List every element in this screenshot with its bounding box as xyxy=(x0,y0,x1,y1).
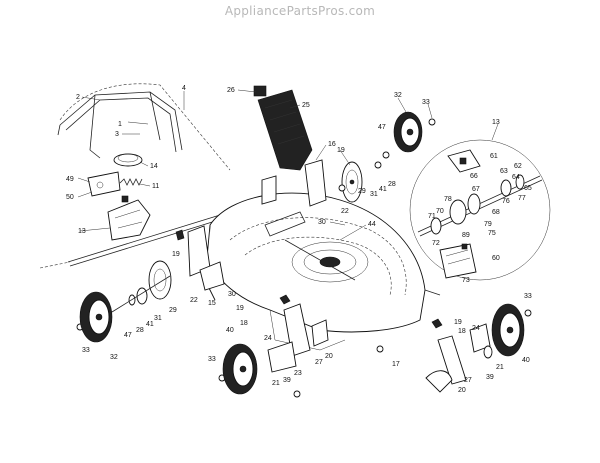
callout-17: 17 xyxy=(392,361,400,368)
callout-41a: 41 xyxy=(379,186,387,193)
callout-79: 79 xyxy=(484,221,492,228)
callout-27b: 27 xyxy=(464,377,472,384)
callout-75: 75 xyxy=(488,230,496,237)
spring-part xyxy=(119,178,143,186)
callout-29b: 29 xyxy=(169,307,177,314)
callout-39a: 39 xyxy=(283,377,291,384)
callout-24b: 24 xyxy=(472,325,480,332)
transmission xyxy=(107,195,151,241)
callout-76: 76 xyxy=(502,198,510,205)
handle-assembly xyxy=(57,83,231,171)
callout-64: 64 xyxy=(512,174,520,181)
callout-70: 70 xyxy=(436,208,444,215)
callout-78: 78 xyxy=(444,196,452,203)
callout-33c: 33 xyxy=(208,356,216,363)
callout-19d: 19 xyxy=(454,319,462,326)
callout-31a: 31 xyxy=(370,191,378,198)
callout-21a: 21 xyxy=(272,380,280,387)
callout-40b: 40 xyxy=(522,357,530,364)
callout-20b: 20 xyxy=(458,387,466,394)
callout-71: 71 xyxy=(428,213,436,220)
callout-27a: 27 xyxy=(315,359,323,366)
callout-18a: 18 xyxy=(240,320,248,327)
callout-32a: 32 xyxy=(394,92,402,99)
callout-60: 60 xyxy=(492,255,500,262)
front-wheel-center xyxy=(222,343,258,395)
callout-22a: 22 xyxy=(341,208,349,215)
callout-30a: 30 xyxy=(318,219,326,226)
callout-1: 1 xyxy=(118,121,122,128)
callout-2: 2 xyxy=(76,94,80,101)
callout-26: 26 xyxy=(227,87,235,94)
callout-67: 67 xyxy=(472,186,480,193)
leader-lines xyxy=(77,89,499,241)
transmission-detail xyxy=(409,139,551,281)
callout-41b: 41 xyxy=(146,321,154,328)
callout-68: 68 xyxy=(492,209,500,216)
callout-21b: 21 xyxy=(496,364,504,371)
callout-47b: 47 xyxy=(124,332,132,339)
callout-20a: 20 xyxy=(325,353,333,360)
callout-28a: 28 xyxy=(388,181,396,188)
callout-13b: 13 xyxy=(492,119,500,126)
callout-49: 49 xyxy=(66,176,74,183)
callout-62: 62 xyxy=(514,163,522,170)
callout-15: 15 xyxy=(208,300,216,307)
callout-39b: 39 xyxy=(486,374,494,381)
callout-22b: 22 xyxy=(190,297,198,304)
blade xyxy=(284,239,356,281)
rear-wheel-lower-right xyxy=(491,303,525,357)
callout-63: 63 xyxy=(500,168,508,175)
callout-47a: 47 xyxy=(378,124,386,131)
callout-33d: 33 xyxy=(524,293,532,300)
handle-panel xyxy=(253,85,313,171)
pulley-part xyxy=(113,153,143,167)
callout-19a: 19 xyxy=(337,147,345,154)
callout-50: 50 xyxy=(66,194,74,201)
callout-13a: 13 xyxy=(78,228,86,235)
front-wheel-left xyxy=(79,291,113,343)
callout-65: 65 xyxy=(524,185,532,192)
rear-bracket xyxy=(261,159,327,207)
height-adjuster-front xyxy=(267,294,329,373)
callout-labels: 1 2 3 4 14 11 49 50 13 26 25 16 19 32 33… xyxy=(66,85,532,394)
callout-19b: 19 xyxy=(172,251,180,258)
front-axle-left xyxy=(111,260,172,313)
height-adjuster-left xyxy=(175,225,225,291)
callout-16: 16 xyxy=(328,141,336,148)
callout-19c: 19 xyxy=(236,305,244,312)
callout-18b: 18 xyxy=(458,328,466,335)
height-adjuster-rear xyxy=(425,318,493,393)
callout-25: 25 xyxy=(302,102,310,109)
callout-44: 44 xyxy=(368,221,376,228)
callout-24a: 24 xyxy=(264,335,272,342)
callout-33a: 33 xyxy=(422,99,430,106)
callout-30b: 30 xyxy=(228,291,236,298)
site-watermark: AppliancePartsPros.com xyxy=(224,4,376,18)
callout-40a: 40 xyxy=(226,327,234,334)
callout-4: 4 xyxy=(182,85,186,92)
callout-31b: 31 xyxy=(154,315,162,322)
mower-deck xyxy=(204,192,441,351)
control-bracket xyxy=(87,171,121,197)
callout-14: 14 xyxy=(150,163,158,170)
callout-33b: 33 xyxy=(82,347,90,354)
callout-66: 66 xyxy=(470,173,478,180)
callout-61: 61 xyxy=(490,153,498,160)
callout-28b: 28 xyxy=(136,327,144,334)
callout-89: 89 xyxy=(462,232,470,239)
callout-11: 11 xyxy=(152,183,159,190)
callout-73: 73 xyxy=(462,277,470,284)
gear-wheel-upper xyxy=(341,161,363,203)
callout-77: 77 xyxy=(518,195,526,202)
callout-29a: 29 xyxy=(358,188,366,195)
callout-72: 72 xyxy=(432,240,440,247)
rear-wheel-right xyxy=(393,111,423,153)
callout-32b: 32 xyxy=(110,354,118,361)
callout-3: 3 xyxy=(115,131,119,138)
callout-23: 23 xyxy=(294,370,302,377)
